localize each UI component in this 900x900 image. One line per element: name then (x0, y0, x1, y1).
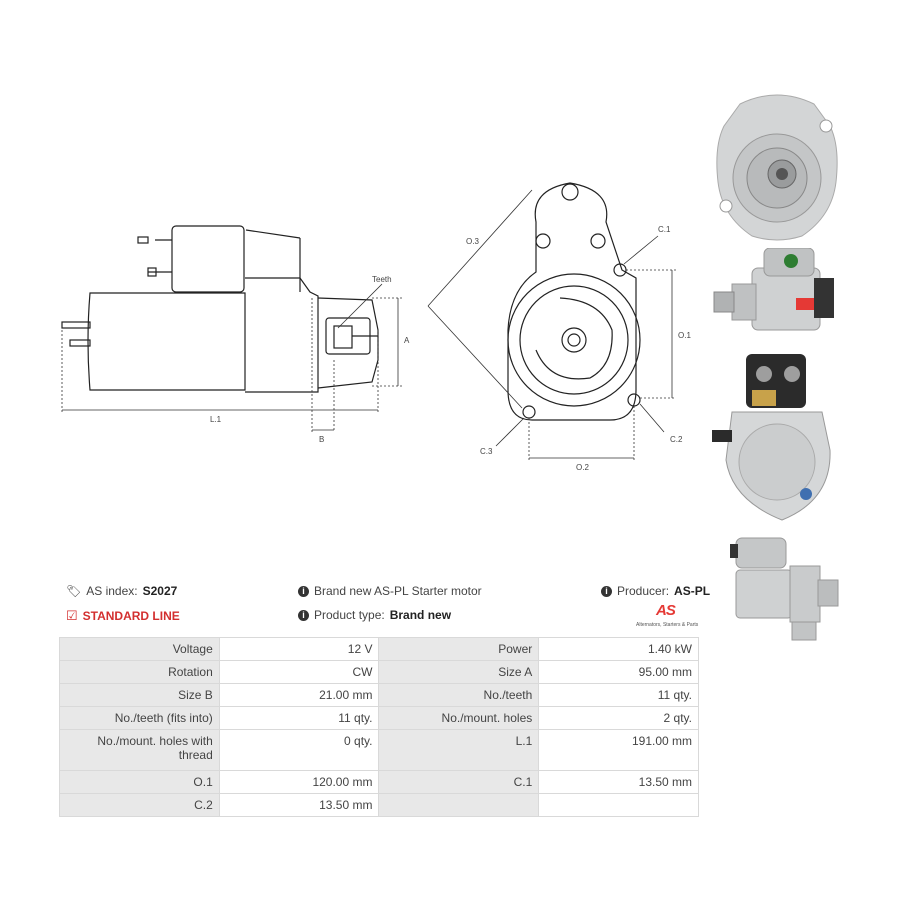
spec-value: 13.50 mm (218, 793, 380, 817)
specifications-table: Voltage 12 V Power 1.40 kW Rotation CW S… (59, 637, 699, 817)
spec-value: 191.00 mm (538, 729, 699, 771)
c1-label: C.1 (658, 225, 671, 234)
checkbox-icon: ☑ (66, 608, 78, 623)
product-photo-side (713, 248, 834, 331)
c2-label: C.2 (670, 435, 683, 444)
spec-label: No./teeth (fits into) (59, 706, 220, 730)
spec-label (378, 793, 540, 817)
size-a-label: A (404, 336, 410, 345)
table-row: O.1 120.00 mm C.1 13.50 mm (59, 770, 699, 794)
table-row: No./mount. holes with thread 0 qty. L.1 … (59, 729, 699, 771)
o2-label: O.2 (576, 463, 589, 472)
size-b-label: B (319, 435, 324, 444)
spec-label: No./mount. holes (378, 706, 540, 730)
spec-label: Size B (59, 683, 220, 707)
spec-value (538, 793, 699, 817)
spec-value: 2 qty. (538, 706, 699, 730)
spec-label: C.1 (378, 770, 540, 794)
product-photo-front (716, 94, 838, 241)
spec-label: No./mount. holes with thread (59, 729, 220, 771)
table-row: Rotation CW Size A 95.00 mm (59, 660, 699, 684)
info-icon: i (298, 585, 309, 597)
product-photo-side-2 (730, 537, 839, 641)
description-text: Brand new AS-PL Starter motor (314, 584, 482, 598)
as-index-value: S2027 (142, 584, 178, 598)
spec-label: Power (378, 637, 540, 661)
logo-tagline: Alternators, Starters & Parts (636, 622, 699, 628)
product-type-label: Product type: (314, 608, 385, 622)
producer: i Producer: AS-PL (601, 584, 710, 598)
spec-value: 21.00 mm (218, 683, 380, 707)
spec-label: No./teeth (378, 683, 540, 707)
c3-label: C.3 (480, 447, 493, 456)
spec-value: CW (218, 660, 380, 684)
spec-value: 1.40 kW (538, 637, 699, 661)
as-index: 🏷︎ AS index: S2027 (66, 584, 177, 598)
producer-label: Producer: (617, 584, 670, 598)
spec-label: O.1 (59, 770, 220, 794)
logo-mark: AS (656, 602, 676, 619)
table-row: Size B 21.00 mm No./teeth 11 qty. (59, 683, 699, 707)
spec-value: 12 V (218, 637, 380, 661)
info-icon: i (298, 609, 309, 621)
o1-label: O.1 (678, 331, 691, 340)
product-type-value: Brand new (389, 608, 452, 622)
teeth-label: Teeth (372, 275, 392, 284)
spec-label: Voltage (59, 637, 220, 661)
table-row: Voltage 12 V Power 1.40 kW (59, 637, 699, 661)
l1-label: L.1 (210, 415, 222, 424)
spec-value: 95.00 mm (538, 660, 699, 684)
side-view (61, 225, 379, 393)
spec-label: Size A (378, 660, 540, 684)
description: i Brand new AS-PL Starter motor (298, 584, 482, 598)
spec-value: 0 qty. (218, 729, 380, 771)
spec-value: 120.00 mm (218, 770, 380, 794)
producer-value: AS-PL (674, 584, 711, 598)
table-row: C.2 13.50 mm (59, 793, 699, 817)
spec-label: C.2 (59, 793, 220, 817)
standard-line-label: STANDARD LINE (82, 609, 180, 623)
side-dimensions (61, 297, 402, 432)
o3-label: O.3 (466, 237, 479, 246)
technical-drawing: Teeth A L.1 B O.3 C.1 O.1 C.2 C.3 O.2 (61, 182, 691, 472)
info-icon: i (601, 585, 612, 597)
spec-value: 11 qty. (538, 683, 699, 707)
producer-logo: AS Alternators, Starters & Parts (636, 602, 700, 630)
spec-value: 11 qty. (218, 706, 380, 730)
table-row: No./teeth (fits into) 11 qty. No./mount.… (59, 706, 699, 730)
front-view (507, 182, 641, 421)
product-photo-rear (712, 354, 831, 521)
spec-label: Rotation (59, 660, 220, 684)
as-index-label: AS index: (86, 584, 138, 598)
spec-value: 13.50 mm (538, 770, 699, 794)
spec-label: L.1 (378, 729, 540, 771)
standard-line: ☑ STANDARD LINE (66, 608, 180, 624)
product-type: i Product type: Brand new (298, 608, 451, 622)
tags-icon: 🏷︎ (66, 584, 82, 598)
